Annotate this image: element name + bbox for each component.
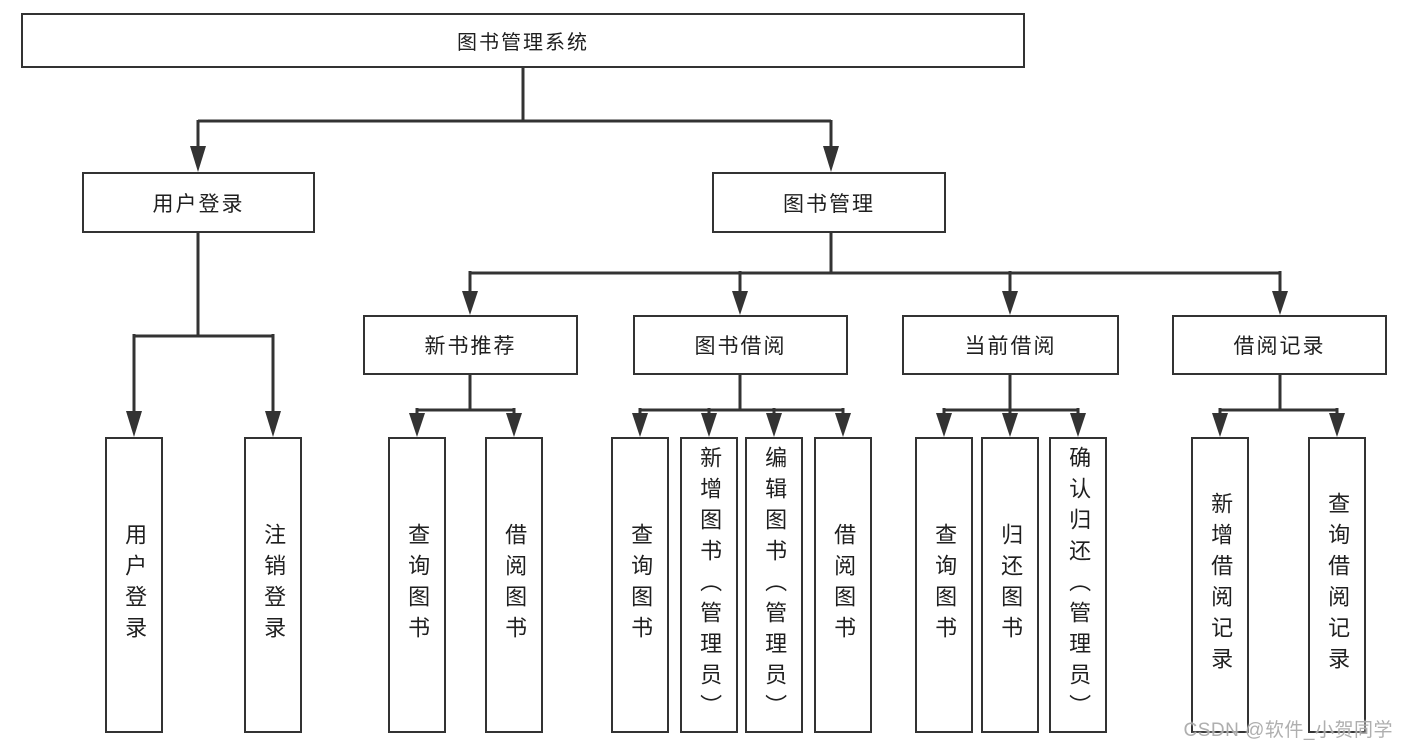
arrowhead-icon <box>1070 413 1086 437</box>
arrowhead-icon <box>701 413 717 437</box>
arrowhead-icon <box>126 411 142 437</box>
arrowhead-icon <box>766 413 782 437</box>
arrowhead-icon <box>732 291 748 315</box>
leaf-add-books-admin: 新增图书（管理员） <box>680 437 738 733</box>
node-label: 新增借阅记录 <box>1208 492 1234 678</box>
connector-root <box>196 68 833 150</box>
node-book-management: 图书管理 <box>712 172 946 233</box>
arrowhead-icon <box>1329 413 1345 437</box>
node-label: 借阅记录 <box>1233 335 1326 358</box>
leaf-recommend-query-books: 查询图书 <box>388 437 446 733</box>
arrowhead-icon <box>190 146 206 172</box>
connector-borrow-records <box>1218 375 1339 416</box>
connector-book-borrow <box>638 375 845 416</box>
leaf-borrow-query-books: 查询图书 <box>611 437 669 733</box>
node-label: 图书管理系统 <box>457 32 589 54</box>
node-label: 注销登录 <box>261 523 287 647</box>
leaf-borrow-books: 借阅图书 <box>814 437 872 733</box>
arrowhead-icon <box>1272 291 1288 315</box>
node-new-book-recommend: 新书推荐 <box>363 315 578 375</box>
node-label: 编辑图书（管理员） <box>762 445 788 725</box>
arrowhead-icon <box>1212 413 1228 437</box>
arrowhead-icon <box>936 413 952 437</box>
node-label: 确认归还（管理员） <box>1066 445 1092 725</box>
node-current-borrow: 当前借阅 <box>902 315 1119 375</box>
arrowhead-icon <box>1002 413 1018 437</box>
node-user-login: 用户登录 <box>82 172 315 233</box>
arrowhead-icon <box>409 413 425 437</box>
leaf-logout: 注销登录 <box>244 437 302 733</box>
node-label: 查询借阅记录 <box>1325 492 1351 678</box>
connector-current-borrow <box>942 375 1080 416</box>
node-label: 图书借阅 <box>694 335 787 358</box>
arrowhead-icon <box>1002 291 1018 315</box>
node-book-system: 图书管理系统 <box>21 13 1025 68</box>
leaf-user-login: 用户登录 <box>105 437 163 733</box>
leaf-add-borrow-record: 新增借阅记录 <box>1191 437 1249 733</box>
node-label: 新增图书（管理员） <box>697 445 723 725</box>
leaf-query-borrow-record: 查询借阅记录 <box>1308 437 1366 733</box>
arrowhead-icon <box>462 291 478 315</box>
arrowhead-icon <box>632 413 648 437</box>
node-label: 借阅图书 <box>502 523 528 647</box>
node-label: 归还图书 <box>998 523 1024 647</box>
watermark: CSDN @软件_小贺同学 <box>1183 720 1393 741</box>
connector-new-book-recommend <box>415 375 516 416</box>
leaf-return-books: 归还图书 <box>981 437 1039 733</box>
arrowhead-icon <box>835 413 851 437</box>
leaf-edit-books-admin: 编辑图书（管理员） <box>745 437 803 733</box>
arrowhead-icon <box>265 411 281 437</box>
connector-book-management <box>468 233 1282 293</box>
arrowhead-icon <box>823 146 839 172</box>
node-label: 用户登录 <box>122 523 148 647</box>
leaf-recommend-borrow-books: 借阅图书 <box>485 437 543 733</box>
node-borrow-records: 借阅记录 <box>1172 315 1387 375</box>
node-label: 查询图书 <box>628 523 654 647</box>
node-label: 当前借阅 <box>964 335 1057 358</box>
leaf-confirm-return-admin: 确认归还（管理员） <box>1049 437 1107 733</box>
node-label: 查询图书 <box>405 523 431 647</box>
node-label: 图书管理 <box>783 192 875 216</box>
node-label: 新书推荐 <box>424 335 517 358</box>
node-label: 查询图书 <box>932 523 958 647</box>
arrowhead-icon <box>506 413 522 437</box>
node-book-borrow: 图书借阅 <box>633 315 848 375</box>
leaf-current-query-books: 查询图书 <box>915 437 973 733</box>
node-label: 借阅图书 <box>831 523 857 647</box>
connector-user-login <box>132 233 275 414</box>
node-label: 用户登录 <box>152 192 245 216</box>
